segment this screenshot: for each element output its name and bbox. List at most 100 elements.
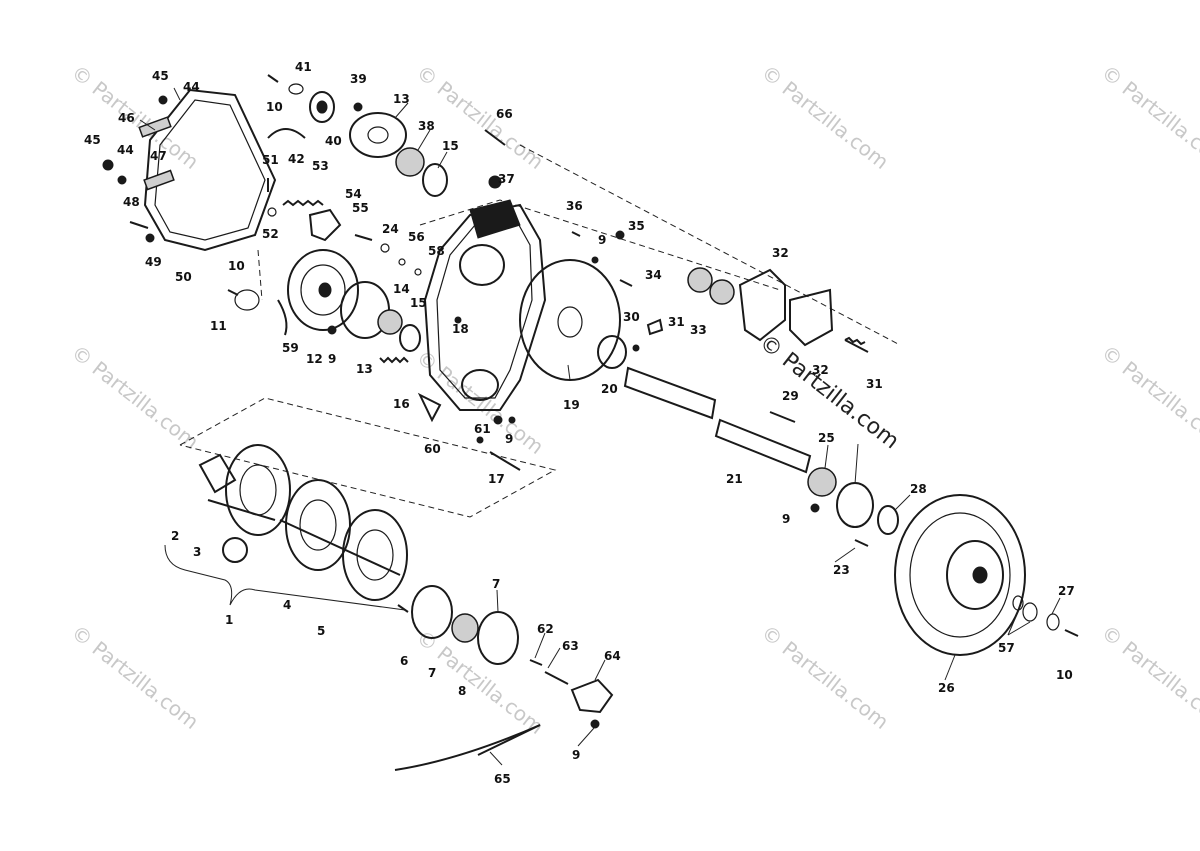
callout-9-right: 9	[782, 512, 790, 526]
callout-45-top: 45	[152, 69, 169, 83]
callout-8: 8	[458, 684, 466, 698]
callout-4: 4	[283, 598, 291, 612]
callout-58: 58	[428, 244, 445, 258]
callout-21: 21	[726, 472, 743, 486]
callout-44-top: 44	[183, 80, 200, 94]
callout-50: 50	[175, 270, 192, 284]
callout-28: 29	[782, 389, 799, 403]
watermark-text: © Partzilla.com	[1097, 340, 1200, 454]
callout-13-top: 13	[393, 92, 410, 106]
callout-24: 25	[818, 431, 835, 445]
callout-7-low: 7	[428, 666, 436, 680]
callout-52: 52	[262, 227, 279, 241]
callout-43: 42	[288, 152, 305, 166]
callout-25: 26	[938, 681, 955, 695]
watermark-text: © Partzilla.com	[67, 60, 203, 174]
callout-26: 27	[1058, 584, 1075, 598]
chain-case-cover	[138, 88, 277, 252]
top-left-hardware	[102, 74, 304, 243]
callout-63: 63	[562, 639, 579, 653]
callout-7-top: 7	[492, 577, 500, 591]
callout-44-side: 44	[117, 143, 134, 157]
callout-9-bottom: 9	[572, 748, 580, 762]
callout-9-center: 9	[505, 432, 513, 446]
callout-9-mid: 9	[598, 233, 606, 247]
callout-33: 32	[772, 246, 789, 260]
callout-9-left: 9	[328, 352, 336, 366]
callout-13-low: 13	[356, 362, 373, 376]
watermark-text: © Partzilla.com	[412, 60, 548, 174]
callout-35: 34	[645, 268, 662, 282]
callout-46: 46	[118, 111, 135, 125]
callout-16: 16	[393, 397, 410, 411]
watermark-text: © Partzilla.com	[67, 340, 203, 454]
callout-36: 35	[628, 219, 645, 233]
callout-41: 40	[325, 134, 342, 148]
callout-14: 14	[393, 282, 410, 296]
callout-62: 62	[537, 622, 554, 636]
callout-65: 65	[494, 772, 511, 786]
callout-53: 53	[312, 159, 329, 173]
callout-48: 48	[123, 195, 140, 209]
watermark-text: © Partzilla.com	[1097, 620, 1200, 734]
driven-pulley-assembly	[807, 467, 1079, 656]
callout-20: 20	[601, 382, 618, 396]
callout-19: 19	[563, 398, 580, 412]
track-drive-axle	[198, 444, 408, 601]
brake-disc	[519, 259, 664, 381]
callout-15-top: 15	[442, 139, 459, 153]
upper-sprocket-assembly	[267, 91, 448, 197]
watermark-text: © Partzilla.com	[412, 625, 548, 739]
callout-1: 1	[225, 613, 233, 627]
callout-15-low: 15	[410, 296, 427, 310]
callout-60: 60	[424, 442, 441, 456]
callout-23: 24	[382, 222, 399, 236]
callout-10-left: 10	[228, 259, 245, 273]
callout-34: 33	[690, 323, 707, 337]
callout-31: 31	[866, 377, 883, 391]
callout-57: 57	[998, 641, 1015, 655]
assembly-bracket-1	[164, 544, 406, 611]
callout-5: 5	[317, 624, 325, 638]
callout-32: 32	[812, 363, 829, 377]
callout-22: 23	[833, 563, 850, 577]
callout-labels: 45 44 46 45 44 47 48 49 50 10 41 42 40 3…	[84, 60, 1075, 786]
callout-39: 38	[418, 119, 435, 133]
callout-10-right: 10	[1056, 668, 1073, 682]
callout-42: 41	[295, 60, 312, 74]
leader-lines	[139, 87, 1061, 766]
axle-bearing-stack	[394, 585, 614, 771]
callout-29: 30	[623, 310, 640, 324]
callout-55: 55	[352, 201, 369, 215]
callout-54: 54	[345, 187, 362, 201]
chain-case-housing	[417, 129, 633, 471]
callout-27: 28	[910, 482, 927, 496]
callout-49: 49	[145, 255, 162, 269]
callout-2: 2	[171, 529, 179, 543]
lower-sprocket-assembly	[227, 249, 421, 364]
callout-56: 56	[408, 230, 425, 244]
callout-17: 17	[488, 472, 505, 486]
callout-45-side: 45	[84, 133, 101, 147]
watermark-text: © Partzilla.com	[1097, 60, 1200, 174]
callout-11: 11	[210, 319, 227, 333]
callout-3: 3	[193, 545, 201, 559]
callout-59: 59	[282, 341, 299, 355]
callout-64: 64	[604, 649, 621, 663]
callout-61: 61	[474, 422, 491, 436]
callout-51: 51	[262, 153, 279, 167]
drive-shaft	[623, 366, 812, 474]
tensioner-parts	[267, 178, 422, 276]
callout-10-top: 10	[266, 100, 283, 114]
brake-caliper-assembly	[687, 267, 869, 353]
callout-38: 37	[498, 172, 515, 186]
callout-47: 47	[150, 149, 167, 163]
watermark-text: © Partzilla.com	[67, 620, 203, 734]
callout-66: 66	[496, 107, 513, 121]
callout-40: 39	[350, 72, 367, 86]
watermark-layer: © Partzilla.com © Partzilla.com © Partzi…	[67, 60, 1200, 739]
watermark-text: © Partzilla.com	[757, 60, 893, 174]
assembly-guides	[164, 144, 901, 611]
